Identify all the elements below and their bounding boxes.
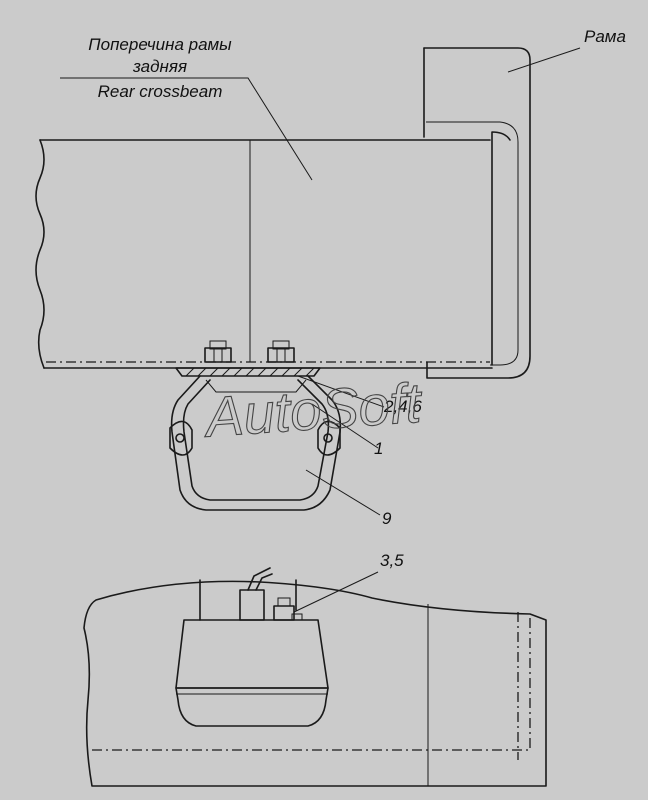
callout-1: 1	[374, 439, 383, 458]
lug-right	[317, 420, 341, 456]
frame-label-ru: Рама	[584, 27, 626, 46]
crossbeam-label-en: Rear crossbeam	[98, 82, 223, 101]
leader-lines-top	[60, 47, 581, 516]
rear-crossbeam	[35, 139, 493, 369]
mounting-plate	[175, 367, 321, 377]
bolt-right	[267, 340, 295, 363]
lamp-side-view	[175, 567, 329, 727]
crossbeam-label-ru-line2: задняя	[132, 57, 187, 76]
callout-2-4-6: 2,4,6	[383, 397, 422, 416]
bolt-left	[204, 340, 232, 363]
callout-3-5: 3,5	[380, 551, 404, 570]
frame-member	[423, 47, 531, 379]
frame-side-view	[83, 580, 547, 787]
leader-line-35	[293, 571, 379, 613]
watermark-logo: AutoSoft	[201, 371, 425, 449]
crossbeam-label-ru-line1: Поперечина рамы	[88, 35, 232, 54]
lug-left	[169, 420, 193, 456]
callout-9: 9	[382, 509, 392, 528]
